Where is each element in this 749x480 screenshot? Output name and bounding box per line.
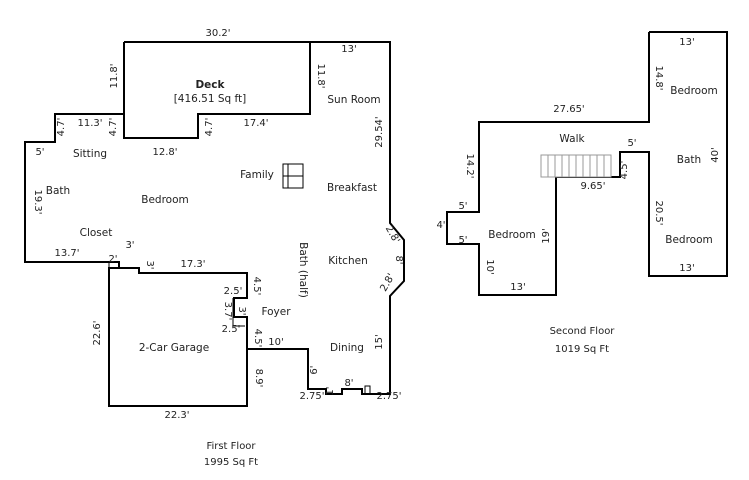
first-floor-outline [108,41,405,407]
dim-label: 22.3' [164,410,189,421]
second-floor-area: 1019 Sq Ft [555,344,609,355]
room-label-bedroom-right: Bedroom [665,234,713,246]
dim-label: 27.65' [553,104,584,115]
dim-label: 5' [35,147,44,158]
dim-label: 13.7' [54,248,79,259]
dim-label: 2.75' [376,391,401,402]
dim-label: 10' [268,337,283,348]
room-label-bedroom-top: Bedroom [670,85,718,97]
dim-label: 12.8' [152,147,177,158]
room-label-bedroom-left: Bedroom [488,229,536,241]
dim-label: 29.54' [374,116,385,147]
room-label-sun-room: Sun Room [327,94,380,106]
room-label-bath-half: Bath (half) [297,242,309,298]
room-label-bath: Bath [46,185,70,197]
dim-label: 4.7' [56,118,67,137]
garage-entry-notch [108,261,119,268]
dining-door [364,385,371,395]
dim-label: 3' [144,260,155,269]
dim-label: 13' [341,44,356,55]
dim-label: 5' [627,138,636,149]
dim-label: 4.7' [204,118,215,137]
dim-label: 4.7' [108,118,119,137]
dim-label: 14.8' [653,65,664,90]
dim-label: 14.2' [464,153,475,178]
room-label-closet: Closet [80,227,113,239]
dim-label: 11.3' [77,118,102,129]
second-floor-stairs [540,154,612,178]
dim-label: 1' [325,386,336,395]
room-label-family: Family [240,169,274,181]
dim-label: 22.6' [92,320,103,345]
dim-label: 3' [236,306,247,315]
first-floor-outline-west [24,42,139,269]
dim-label: 8' [393,255,404,264]
dim-label: 4.5' [252,329,263,348]
dim-label: 13' [510,282,525,293]
room-label-kitchen: Kitchen [328,255,367,267]
dim-label: 19.3' [32,189,43,214]
deck-outline [123,42,311,139]
dim-label: 8' [344,378,353,389]
dim-label: 5' [458,201,467,212]
room-label-walk: Walk [559,133,585,145]
dim-label: 15' [374,334,385,349]
first-floor-area: 1995 Sq Ft [204,457,258,468]
room-label-dining: Dining [330,342,364,354]
dim-label: 2.5' [222,324,241,335]
room-label-garage: 2-Car Garage [139,342,209,354]
room-label-deck: Deck [195,79,225,91]
dim-label: 13' [679,37,694,48]
dim-label: 5' [458,235,467,246]
dim-label: 4.5' [251,277,262,296]
room-label-breakfast: Breakfast [327,182,377,194]
dim-label: 3' [125,240,134,251]
second-floor-outline [446,31,728,296]
dim-label: 6' [309,365,320,374]
dim-label: 2' [108,254,117,265]
dim-label: 8.9' [253,369,264,388]
dim-label: 17.3' [180,259,205,270]
room-label-bedroom: Bedroom [141,194,189,206]
dim-label: 13' [679,263,694,274]
dim-label: 11.8' [315,63,326,88]
dim-label: 17.4' [243,118,268,129]
first-floor-plan: Deck [416.51 Sq ft] Sun Room Sitting Fam… [24,28,405,468]
room-area-deck: [416.51 Sq ft] [174,93,247,105]
first-floor-caption: First Floor [206,441,256,452]
dim-label: 20.5' [653,200,664,225]
dim-label: 9.65' [580,181,605,192]
dim-label: 2.75' [299,391,324,402]
first-floor-stairs [282,163,304,189]
dim-label: 2.5' [224,286,243,297]
second-floor-plan: Walk Bedroom Bath Bedroom Bedroom 13' 14… [436,31,728,355]
foyer-closet-wall [232,298,245,327]
dim-label: 30.2' [205,28,230,39]
second-floor-caption: Second Floor [550,326,616,337]
dim-label: 19' [541,228,552,243]
dim-label: 3.7' [222,302,233,321]
dim-label: 4.5' [619,161,630,180]
dim-label: 4' [436,220,445,231]
dim-label: 10' [484,259,495,274]
dim-label: 2.8' [383,224,402,246]
room-label-bath: Bath [677,154,701,166]
dim-label: 11.8' [109,63,120,88]
dim-label: 40' [710,147,721,162]
room-label-sitting: Sitting [73,148,107,160]
room-label-foyer: Foyer [261,306,291,318]
